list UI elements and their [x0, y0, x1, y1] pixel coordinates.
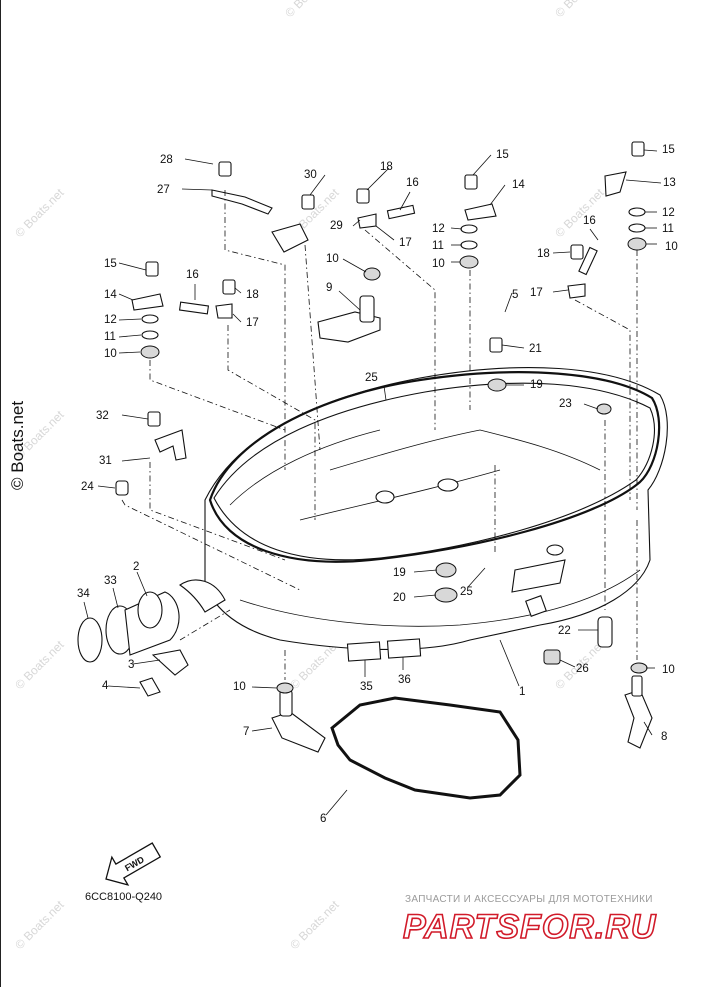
fwd-arrow-icon: FWD	[105, 842, 162, 886]
callout-2: 2	[133, 561, 139, 573]
watermark-text: © Boats.net	[12, 897, 67, 952]
callout-18: 18	[537, 248, 550, 260]
callout-10: 10	[233, 681, 246, 693]
callout-18: 18	[246, 289, 259, 301]
vertical-watermark: © Boats.net	[8, 400, 27, 490]
lock-lever-right	[624, 689, 653, 749]
callout-16: 16	[406, 177, 419, 189]
bottom-seal-gasket	[330, 696, 522, 800]
assembly-guides	[121, 190, 638, 680]
callout-15: 15	[104, 258, 117, 270]
callout-19: 19	[393, 567, 406, 579]
callout-14: 14	[104, 289, 117, 301]
callout-10: 10	[104, 348, 117, 360]
callout-9: 9	[326, 282, 332, 294]
callout-27: 27	[157, 184, 170, 196]
watermark-text: © Boats.net	[282, 0, 337, 20]
callout-11: 11	[104, 331, 116, 343]
callout-8: 8	[661, 731, 667, 743]
brand-logo: PARTSFOR.RU	[402, 907, 657, 947]
callout-16: 16	[186, 269, 199, 281]
callout-5: 5	[512, 289, 518, 301]
bottom-cowling	[204, 367, 668, 662]
fasteners	[131, 141, 648, 694]
watermark-text: © Boats.net	[12, 637, 67, 692]
callout-16: 16	[583, 215, 596, 227]
bracket-left	[154, 429, 187, 461]
lock-lever	[271, 711, 326, 753]
leader-lines	[83, 149, 662, 816]
callout-1: 1	[519, 686, 525, 698]
callout-23: 23	[559, 398, 572, 410]
watermark-text: © Boats.net	[12, 185, 67, 240]
watermark-text: © Boats.net	[552, 185, 607, 240]
brand-subtitle: ЗАПЧАСТИ И АКСЕССУАРЫ ДЛЯ МОТОТЕХНИКИ	[405, 894, 653, 905]
watermark-text: © Boats.net	[287, 897, 342, 952]
callout-26: 26	[576, 663, 589, 675]
callout-10: 10	[662, 664, 675, 676]
callout-33: 33	[104, 575, 117, 587]
callout-22: 22	[558, 625, 571, 637]
callout-14: 14	[512, 179, 525, 191]
callout-15: 15	[496, 149, 509, 161]
callout-32: 32	[96, 410, 109, 422]
callout-25: 25	[460, 586, 473, 598]
callout-11: 11	[432, 240, 444, 252]
callout-17: 17	[399, 237, 412, 249]
callout-31: 31	[99, 455, 112, 467]
callout-29: 29	[330, 220, 343, 232]
callout-28: 28	[160, 154, 173, 166]
callout-35: 35	[360, 681, 373, 693]
callout-12: 12	[432, 223, 445, 235]
callout-10: 10	[432, 258, 445, 270]
callout-19: 19	[530, 379, 543, 391]
callout-12: 12	[662, 207, 675, 219]
callout-15: 15	[662, 144, 675, 156]
callout-30: 30	[304, 169, 317, 181]
callout-3: 3	[128, 659, 134, 671]
callout-17: 17	[246, 317, 259, 329]
intake-hose-assembly	[77, 579, 226, 697]
watermark-text: © Boats.net	[552, 0, 607, 20]
callout-17: 17	[530, 287, 543, 299]
callout-13: 13	[663, 177, 676, 189]
callout-12: 12	[104, 314, 117, 326]
callout-4: 4	[102, 680, 109, 692]
top-seal-gasket	[208, 371, 661, 563]
callout-36: 36	[398, 674, 411, 686]
callout-25: 25	[365, 372, 378, 384]
callout-20: 20	[393, 592, 406, 604]
callout-21: 21	[529, 343, 542, 355]
callout-18: 18	[380, 161, 393, 173]
callout-10: 10	[326, 253, 339, 265]
diagram-code: 6CC8100-Q240	[85, 891, 163, 903]
callout-10: 10	[665, 241, 678, 253]
callout-6: 6	[320, 813, 326, 825]
callout-24: 24	[81, 481, 94, 493]
callout-11: 11	[662, 223, 674, 235]
callout-34: 34	[77, 588, 90, 600]
callout-7: 7	[243, 726, 249, 738]
